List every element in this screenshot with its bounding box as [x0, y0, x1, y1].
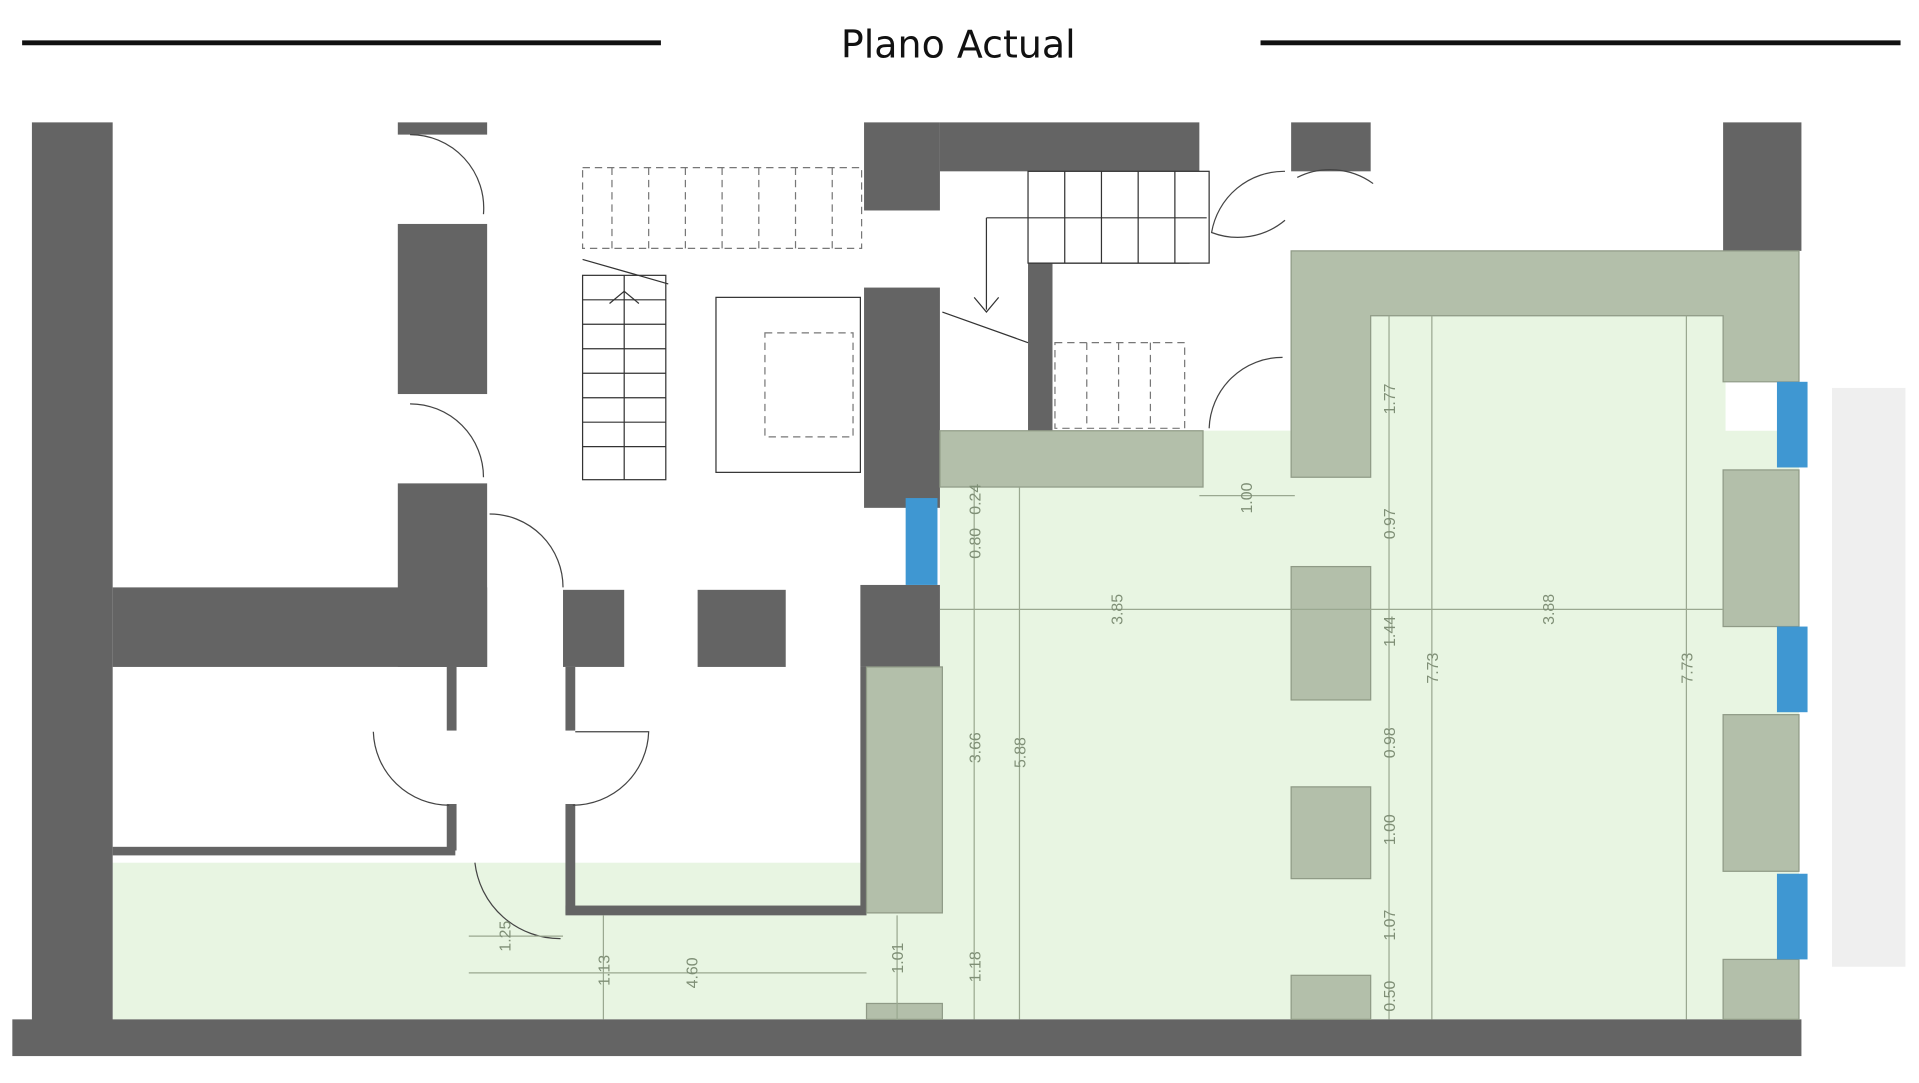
dimension-lines [468, 315, 1724, 1020]
dim-label: 1.44 [1382, 616, 1399, 647]
dim-label: 3.66 [967, 732, 984, 763]
dim-label: 1.13 [597, 955, 614, 986]
dim-label: 3.88 [1541, 594, 1558, 625]
dim-label: 1.00 [1382, 814, 1399, 845]
dimension-labels: 1.77 1.00 0.80 0.24 0.97 3.85 3.88 1.44 … [497, 383, 1696, 1011]
window [1776, 381, 1808, 468]
intervention-floor [112, 315, 1799, 1020]
dim-label: 0.50 [1382, 980, 1399, 1011]
staircase [581, 167, 1210, 481]
dim-label: 0.98 [1382, 727, 1399, 758]
windows [905, 381, 1808, 960]
dim-label: 1.25 [497, 921, 514, 952]
page-title: Plano Actual [841, 23, 1076, 67]
dim-label: 5.88 [1013, 737, 1030, 768]
existing-walls [12, 122, 1802, 1057]
dim-label: 1.77 [1382, 383, 1399, 414]
window [905, 498, 938, 585]
doors [372, 133, 1374, 940]
dim-label: 1.00 [1239, 482, 1256, 513]
dim-label: 7.73 [1425, 653, 1442, 684]
dim-label: 1.07 [1382, 910, 1399, 941]
intervention-walls [865, 250, 1800, 1020]
facade-strip [1832, 387, 1906, 967]
dim-label: 4.60 [685, 957, 702, 988]
dim-label: 0.97 [1382, 508, 1399, 539]
dim-label: 3.85 [1109, 594, 1126, 625]
dim-label: 0.80 [967, 528, 984, 559]
dim-label: 0.24 [967, 484, 984, 515]
dim-label: 1.01 [890, 943, 907, 974]
window [1776, 873, 1808, 960]
dim-label: 7.73 [1680, 653, 1697, 684]
window [1776, 626, 1808, 713]
dim-label: 1.18 [967, 951, 984, 982]
